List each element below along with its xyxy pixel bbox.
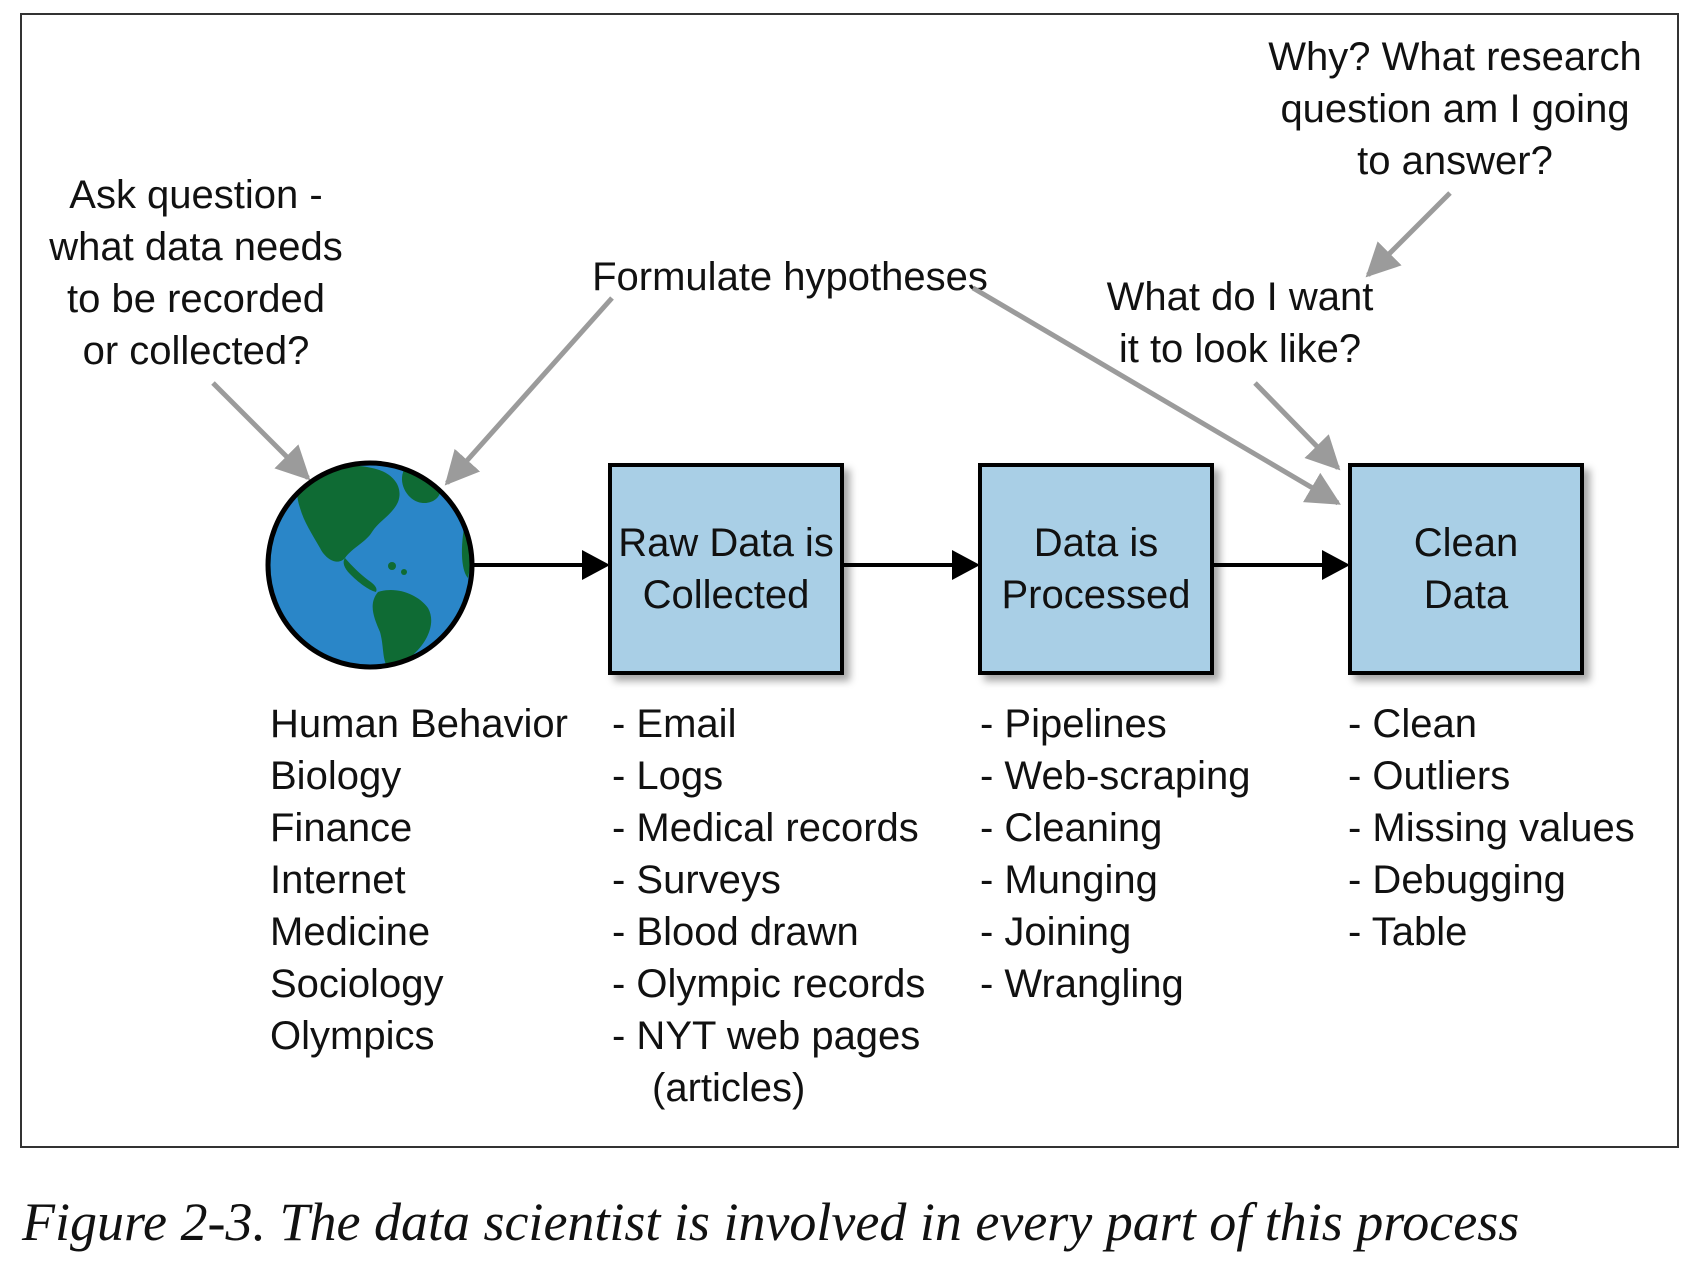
annotation-line: or collected?: [83, 329, 310, 373]
list-item: (articles): [652, 1066, 805, 1110]
list-item: - Missing values: [1348, 806, 1635, 850]
globe-icon: [265, 460, 475, 670]
annotation-what-do-i-want: What do I want it to look like?: [1107, 275, 1374, 371]
list-item: - Logs: [612, 754, 723, 798]
stage-title-line: Clean: [1414, 521, 1519, 565]
list-item: - Munging: [980, 858, 1158, 902]
flow-arrow-3: [1212, 550, 1350, 580]
stage-title-line: Data is: [1034, 521, 1159, 565]
raw-data-list: - Email - Logs - Medical records - Surve…: [612, 702, 925, 1110]
processed-list: - Pipelines - Web-scraping - Cleaning - …: [980, 702, 1250, 1006]
flow-arrows: [472, 550, 1350, 580]
stage-title-line: Collected: [643, 573, 810, 617]
list-item: - Joining: [980, 910, 1131, 954]
list-item: - NYT web pages: [612, 1014, 920, 1058]
list-item: - Olympic records: [612, 962, 925, 1006]
list-item: Olympics: [270, 1014, 434, 1058]
annotation-line: question am I going: [1280, 87, 1629, 131]
stage-title-line: Processed: [1002, 573, 1191, 617]
arrow-hypotheses-to-globe: [444, 296, 614, 486]
arrow-what-to-clean: [1253, 381, 1341, 471]
annotation-why: Why? What research question am I going t…: [1268, 35, 1641, 183]
list-item: - Surveys: [612, 858, 781, 902]
stage-box-raw-data: Raw Data is Collected: [608, 463, 844, 675]
stage-box-processed: Data is Processed: [978, 463, 1214, 675]
stage-box-clean-data: Clean Data: [1348, 463, 1584, 675]
annotation-line: What do I want: [1107, 275, 1374, 319]
list-item: - Outliers: [1348, 754, 1510, 798]
list-item: - Clean: [1348, 702, 1477, 746]
list-item: Internet: [270, 858, 406, 902]
list-item: - Debugging: [1348, 858, 1566, 902]
flow-arrow-2: [842, 550, 980, 580]
source-list: Human Behavior Biology Finance Internet …: [270, 702, 568, 1058]
arrow-why-to-what: [1365, 191, 1452, 278]
stage-title-line: Raw Data is: [618, 521, 834, 565]
annotation-line: to be recorded: [67, 277, 325, 321]
annotation-line: what data needs: [48, 225, 343, 269]
list-item: - Blood drawn: [612, 910, 859, 954]
list-item: Finance: [270, 806, 412, 850]
list-item: - Wrangling: [980, 962, 1184, 1006]
arrow-ask-to-globe: [211, 381, 311, 481]
list-item: - Web-scraping: [980, 754, 1250, 798]
annotation-line: it to look like?: [1119, 327, 1361, 371]
list-item: - Pipelines: [980, 702, 1167, 746]
annotation-line: Ask question -: [69, 173, 322, 217]
stage-title-line: Data: [1424, 573, 1509, 617]
arrow-hypotheses-to-clean: [971, 285, 1341, 506]
annotation-formulate-hypotheses: Formulate hypotheses: [592, 255, 988, 299]
list-item: Human Behavior: [270, 702, 568, 746]
list-item: Sociology: [270, 962, 443, 1006]
list-item: - Medical records: [612, 806, 919, 850]
annotation-line: to answer?: [1357, 139, 1553, 183]
list-item: Biology: [270, 754, 401, 798]
list-item: - Email: [612, 702, 736, 746]
figure-caption: Figure 2-3. The data scientist is involv…: [21, 1192, 1519, 1252]
annotation-ask-question: Ask question - what data needs to be rec…: [48, 173, 343, 373]
list-item: - Table: [1348, 910, 1467, 954]
flow-arrow-1: [472, 550, 610, 580]
annotation-line: Why? What research: [1268, 35, 1641, 79]
list-item: Medicine: [270, 910, 430, 954]
list-item: - Cleaning: [980, 806, 1162, 850]
clean-data-list: - Clean - Outliers - Missing values - De…: [1348, 702, 1635, 954]
annotation-arrows: [211, 191, 1452, 506]
